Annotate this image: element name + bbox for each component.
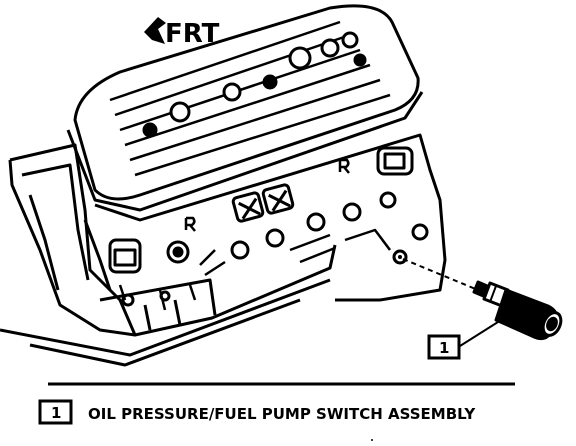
- legend-item: 1 OIL PRESSURE/FUEL PUMP SWITCH ASSEMBLY: [38, 399, 476, 425]
- cylinder-head: [83, 133, 447, 311]
- callout-box: 1: [427, 334, 461, 360]
- switch-mounting-port: [392, 249, 408, 265]
- installation-guide-line: [402, 258, 479, 291]
- valve-cover: [66, 4, 424, 212]
- legend-label: OIL PRESSURE/FUEL PUMP SWITCH ASSEMBLY: [88, 405, 476, 423]
- legend-number-box: [38, 399, 73, 425]
- engine-block: [0, 143, 337, 367]
- callout-leader-line: [459, 321, 499, 347]
- legend-number: 1: [51, 404, 61, 422]
- callout-number: 1: [439, 339, 449, 357]
- oil-pressure-switch: [472, 280, 563, 341]
- print-speck: [371, 439, 373, 441]
- front-arrow-icon: [144, 17, 166, 44]
